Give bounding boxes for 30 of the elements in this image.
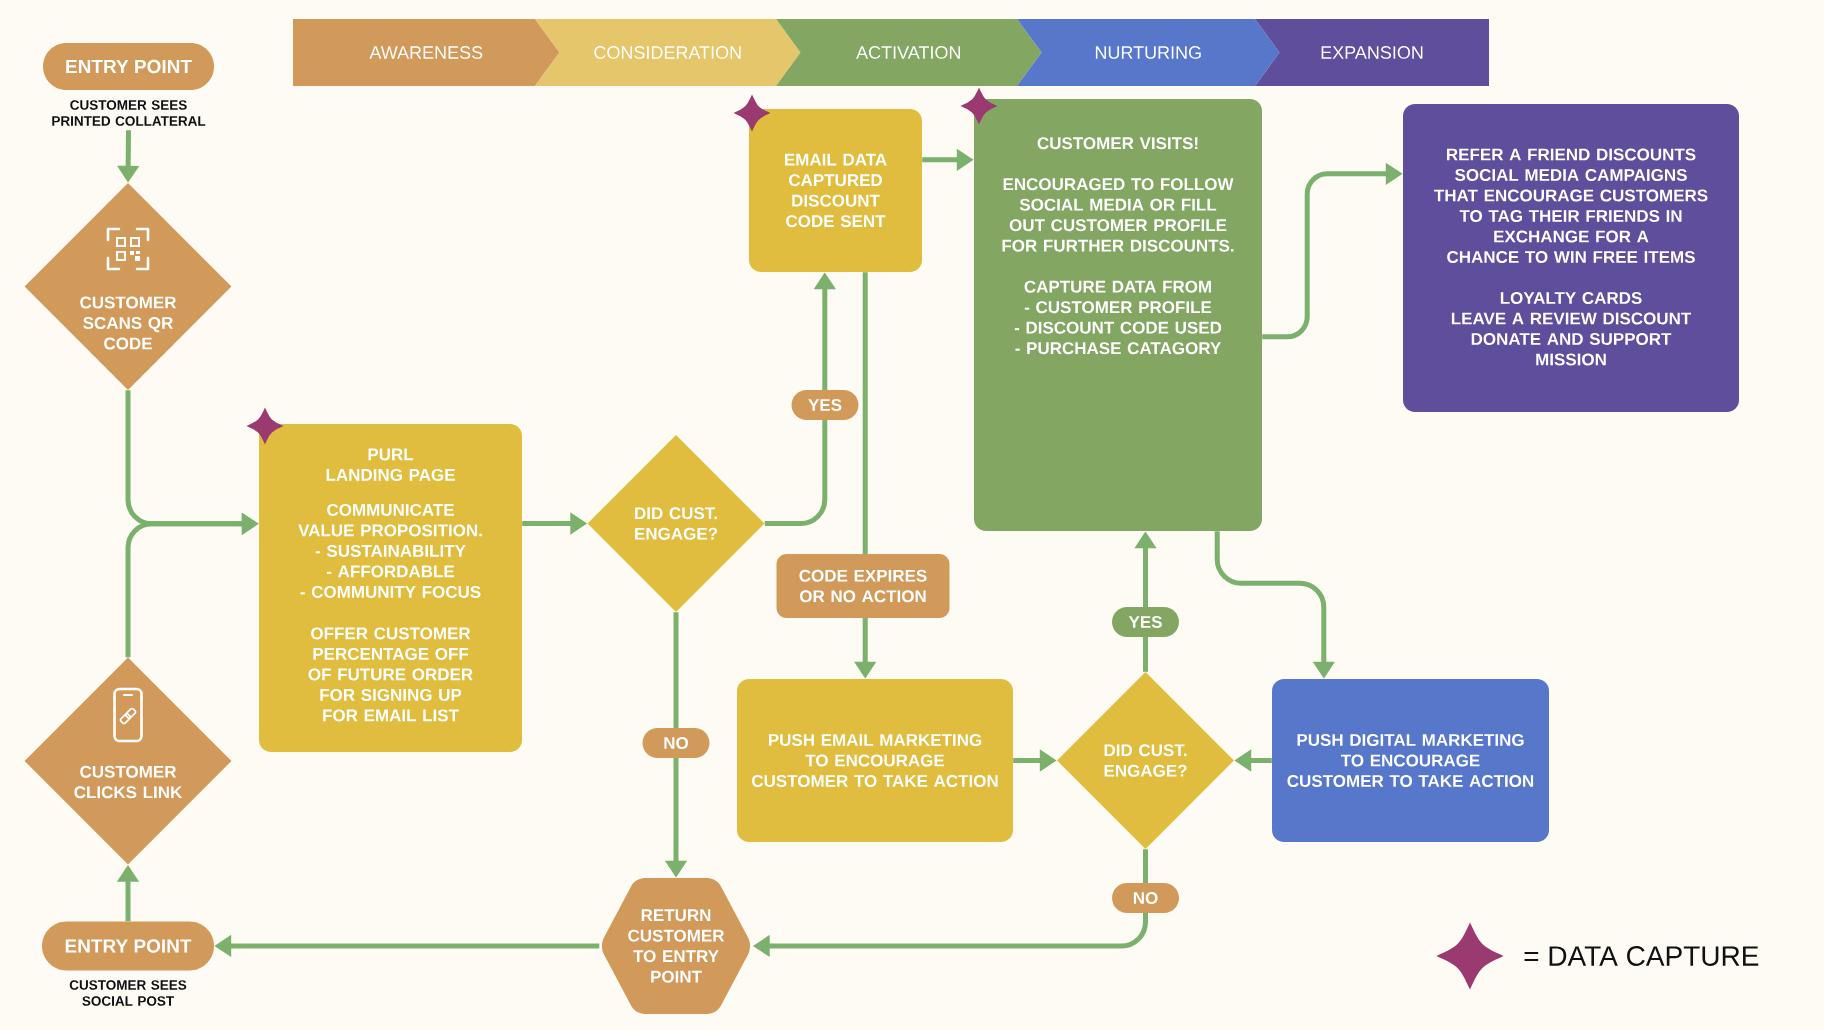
terminal-pill: ENTRY POINT (42, 921, 214, 971)
stage-band: AWARENESS (293, 19, 560, 86)
stage-band: NURTURING (1017, 19, 1280, 86)
node-label: ENCOURAGED TO FOLLOW SOCIAL MEDIA OR FILL OUT CUSTOMER PROFILE FOR FURTHER DISCOUNTS. (1002, 178, 1234, 252)
process-box: PUSH DIGITAL MARKETING TO ENCOURAGE CUSTOMER TO TAKE ACTION (1272, 679, 1549, 842)
edge-label: CODE EXPIRES OR NO ACTION (776, 554, 950, 618)
node-label: OFFER CUSTOMER PERCENTAGE OFF OF FUTURE ORDER FOR SIGNING UP FOR EMAIL LIST (308, 627, 473, 722)
node-label: - PURCHASE CATAGORY (1015, 342, 1221, 355)
stage-band: CONSIDERATION (535, 19, 801, 86)
caption-text: CUSTOMER SEES PRINTED COLLATERAL (52, 100, 206, 126)
node-label: CAPTURE DATA FROM (1024, 280, 1211, 293)
process-box: EMAIL DATA CAPTURED DISCOUNT CODE SENT (749, 109, 922, 272)
node-label: COMMUNICATE VALUE PROPOSITION. (298, 503, 482, 537)
node-label: - SUSTAINABILITY (315, 544, 466, 557)
legend-text: = DATA CAPTURE (1524, 946, 1759, 966)
node-label: - AFFORDABLE (326, 565, 455, 578)
stage-band: ACTIVATION (776, 19, 1042, 86)
process-box: PUSH EMAIL MARKETING TO ENCOURAGE CUSTOMER TO TAKE ACTION (737, 679, 1013, 842)
node-label: - COMMUNITY FOCUS (300, 585, 481, 598)
caption-text: CUSTOMER SEES SOCIAL POST (69, 980, 187, 1006)
node-label: - CUSTOMER PROFILE (1024, 301, 1212, 314)
terminal-pill: ENTRY POINT (43, 43, 214, 90)
process-box: REFER A FRIEND DISCOUNTS SOCIAL MEDIA CAMPAIGNS THAT ENCOURAGE CUSTOMERS TO TAG THEIR FRIENDS IN EXCHANGE FOR A CHANCE TO WIN FREE ITEMS LOYALTY CARDS LEAVE A REVIEW DISCOUNT DONATE AND SUPPORT MISSION (1403, 104, 1739, 412)
node-label: PURL LANDING PAGE (326, 448, 455, 481)
stage-band: EXPANSION (1255, 19, 1489, 86)
process-box: CUSTOMER VISITS! ENCOURAGED TO FOLLOW SOCIAL MEDIA OR FILL OUT CUSTOMER PROFILE FOR FURTHER DISCOUNTS. CAPTURE DATA FROM - CUSTOMER PROFILE - DISCOUNT CODE USED - PURCHASE CATAGORY (974, 99, 1262, 531)
node-label: CUSTOMER VISITS! (1037, 137, 1198, 150)
hexagon: RETURN CUSTOMER TO ENTRY POINT (602, 878, 751, 1014)
process-box: PURL LANDING PAGE COMMUNICATE VALUE PROPOSITION. - SUSTAINABILITY - AFFORDABLE - COMMUNITY FOCUS OFFER CUSTOMER PERCENTAGE OFF OF FUTURE ORDER FOR SIGNING UP FOR EMAIL LIST (259, 424, 522, 752)
node-label: - DISCOUNT CODE USED (1014, 321, 1222, 334)
